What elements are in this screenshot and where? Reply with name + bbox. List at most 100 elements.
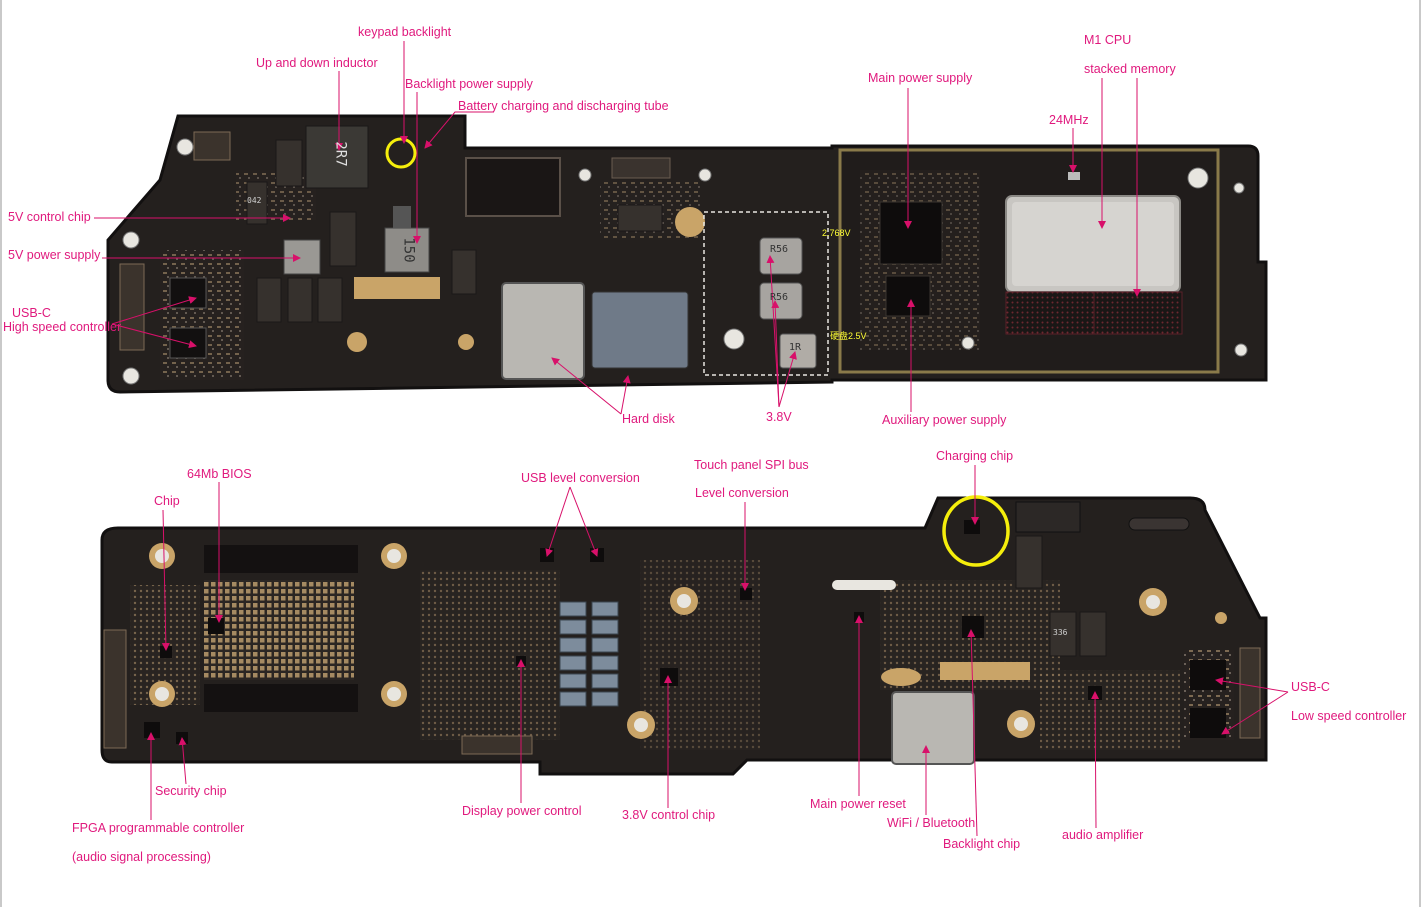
mounting-hole (579, 169, 591, 181)
mounting-hole (123, 368, 139, 384)
black-pad-strip (204, 684, 358, 712)
mounting-hole (724, 329, 744, 349)
wifi-bluetooth-shield (892, 692, 974, 764)
capacitor (560, 692, 586, 706)
capacitor (560, 602, 586, 616)
usb-c-controller-area (160, 250, 244, 380)
inductor-marking: R56 (770, 292, 788, 303)
capacitor (330, 212, 356, 266)
label-stacked-memory: stacked memory (1084, 62, 1176, 77)
bga-pad-field (204, 580, 354, 680)
mounting-hole (1146, 595, 1160, 609)
stacked-memory-b (1094, 292, 1182, 334)
gold-ring-hole (1215, 612, 1227, 624)
5v-inductor (284, 240, 320, 274)
capacitor (276, 140, 302, 186)
label-wifi-bluetooth: WiFi / Bluetooth (887, 816, 975, 831)
main-pmu-chip (880, 202, 942, 264)
capacitor (592, 656, 618, 670)
mounting-hole (155, 687, 169, 701)
capacitor (560, 638, 586, 652)
label-level-conversion: Level conversion (695, 486, 789, 501)
label-audio-signal-processing: (audio signal processing) (72, 850, 211, 865)
black-pad-strip (204, 545, 358, 573)
mounting-hole (177, 139, 193, 155)
mounting-hole (1234, 183, 1244, 193)
capacitor (1016, 536, 1042, 588)
display-connector (612, 158, 670, 178)
level-conversion-chip (740, 588, 752, 600)
auxiliary-pmu-chip (886, 276, 930, 316)
capacitor (560, 620, 586, 634)
capacitor (1080, 612, 1106, 656)
component-field (420, 570, 560, 740)
label-battery-tube: Battery charging and discharging tube (458, 99, 669, 114)
label-usb-level-conversion: USB level conversion (521, 471, 640, 486)
label-usb-c-bottom: USB-C (1291, 680, 1330, 695)
inductor-marking: 150 (401, 237, 417, 262)
label-charging-chip: Charging chip (936, 449, 1013, 464)
label-display-power-control: Display power control (462, 804, 582, 819)
label-usb-c-top: USB-C (12, 306, 51, 321)
capacitor (452, 250, 476, 294)
capacitor (592, 638, 618, 652)
label-hard-disk: Hard disk (622, 412, 675, 427)
mounting-hole (387, 687, 401, 701)
usb-c-low-speed-chip-1 (1190, 660, 1226, 690)
label-backlight-power-supply: Backlight power supply (405, 77, 533, 92)
connector-left (104, 630, 126, 748)
mounting-hole (155, 549, 169, 563)
usb-c-port-connector (120, 264, 144, 350)
label-3-8v: 3.8V (766, 410, 792, 425)
crystal-24mhz (1068, 172, 1080, 180)
fpga-chip (144, 722, 160, 738)
label-3-8v-control-chip: 3.8V control chip (622, 808, 715, 823)
capacitor (592, 674, 618, 688)
inductor-marking: R56 (770, 244, 788, 255)
label-up-down-inductor: Up and down inductor (256, 56, 378, 71)
mounting-hole (1014, 717, 1028, 731)
usb-c-low-speed-chip-2 (1190, 708, 1226, 738)
inductor-marking: 1R (789, 342, 801, 353)
capacitor (288, 278, 312, 322)
hard-disk-nand (592, 292, 688, 368)
capacitor (318, 278, 342, 322)
label-security-chip: Security chip (155, 784, 227, 799)
capacitor (592, 602, 618, 616)
gold-pad-row (940, 662, 1030, 680)
connector (194, 132, 230, 160)
label-5v-power-supply: 5V power supply (8, 248, 100, 263)
gold-pad (347, 332, 367, 352)
label-backlight-chip: Backlight chip (943, 837, 1020, 852)
label-fpga-controller: FPGA programmable controller (72, 821, 244, 836)
voltage-tag-2-768v: 2.768V (822, 228, 851, 238)
label-main-power-supply: Main power supply (868, 71, 972, 86)
mounting-hole (1235, 344, 1247, 356)
label-touch-panel-spi: Touch panel SPI bus (694, 458, 809, 473)
bottom-board (102, 497, 1266, 774)
label-chip: Chip (154, 494, 180, 509)
gold-pad (675, 207, 705, 237)
label-m1-cpu: M1 CPU (1084, 33, 1131, 48)
m1-cpu-lid (1012, 202, 1174, 286)
gold-slot (881, 668, 921, 686)
label-auxiliary-power-supply: Auxiliary power supply (882, 413, 1006, 428)
label-24mhz: 24MHz (1049, 113, 1089, 128)
label-5v-control-chip: 5V control chip (8, 210, 91, 225)
label-keypad-backlight: keypad backlight (358, 25, 451, 40)
label-high-speed-controller: High speed controller (3, 320, 121, 335)
battery-connector (466, 158, 560, 216)
capacitor (592, 692, 618, 706)
top-board (108, 116, 1266, 392)
mounting-hole (634, 718, 648, 732)
label-64mb-bios: 64Mb BIOS (187, 467, 252, 482)
capacitor (257, 278, 281, 322)
label-low-speed-controller: Low speed controller (1291, 709, 1406, 724)
capacitor-marking: 042 (247, 196, 261, 205)
label-audio-amplifier: audio amplifier (1062, 828, 1143, 843)
gold-pad (458, 334, 474, 350)
component-field (1040, 670, 1180, 750)
control-chip-3-8v (660, 668, 678, 686)
bios-chip (208, 618, 224, 634)
